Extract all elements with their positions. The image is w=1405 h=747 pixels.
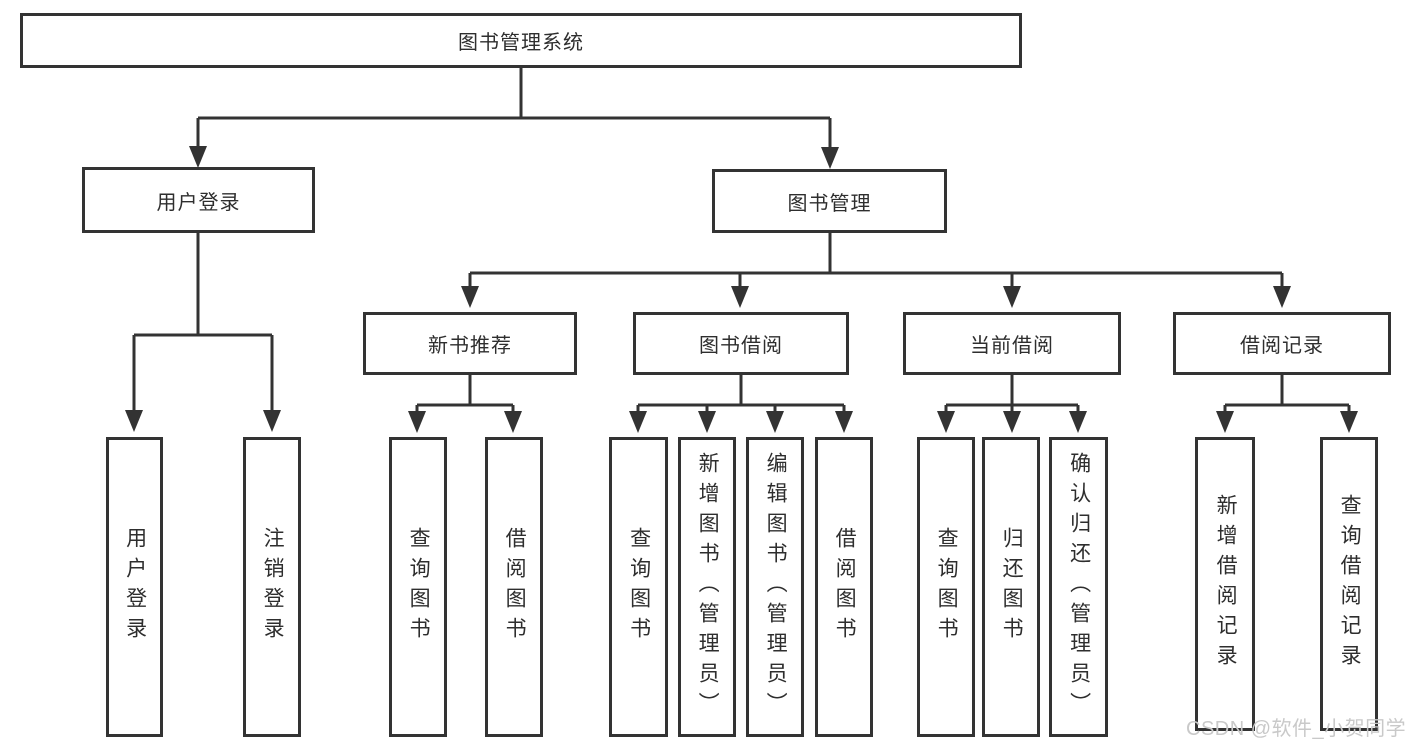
node-book-borrowing: 图书借阅 — [633, 312, 849, 375]
node-label: 图书借阅 — [699, 335, 783, 357]
node-current-borrowing: 当前借阅 — [903, 312, 1121, 375]
node-label: 新增图书（管理员） — [696, 452, 720, 722]
node-label: 借阅图书 — [833, 527, 857, 647]
node-label: 查询借阅记录 — [1338, 494, 1362, 674]
node-leaf-return-books: 归还图书 — [982, 437, 1040, 737]
node-user-login: 用户登录 — [82, 167, 315, 233]
node-label: 编辑图书（管理员） — [764, 452, 788, 722]
node-label: 借阅图书 — [503, 527, 527, 647]
node-label: 新增借阅记录 — [1214, 494, 1238, 674]
node-leaf-confirm-return-admin: 确认归还（管理员） — [1049, 437, 1108, 737]
node-leaf-edit-book-admin: 编辑图书（管理员） — [746, 437, 804, 737]
node-label: 查询图书 — [407, 527, 431, 647]
node-borrowing-records: 借阅记录 — [1173, 312, 1391, 375]
node-label: 注销登录 — [261, 527, 285, 647]
edges-new-books-to-leaves — [408, 375, 522, 433]
node-label: 新书推荐 — [428, 335, 512, 357]
edges-root-to-level2 — [189, 68, 839, 169]
node-label: 查询图书 — [627, 527, 651, 647]
node-label: 当前借阅 — [970, 335, 1054, 357]
node-leaf-user-login: 用户登录 — [106, 437, 163, 737]
edges-book-borrow-to-leaves — [629, 375, 853, 433]
node-leaf-query-borrow-record: 查询借阅记录 — [1320, 437, 1378, 731]
node-label: 图书管理 — [787, 192, 872, 215]
node-leaf-query-books: 查询图书 — [389, 437, 447, 737]
edges-borrow-records-to-leaves — [1216, 375, 1358, 433]
csdn-watermark: CSDN @软件_小贺同学 — [1186, 718, 1405, 740]
node-book-management: 图书管理 — [712, 169, 947, 233]
node-leaf-query-books: 查询图书 — [917, 437, 975, 737]
node-label: 确认归还（管理员） — [1067, 452, 1091, 722]
node-leaf-query-books: 查询图书 — [609, 437, 668, 737]
node-label: 图书管理系统 — [458, 32, 584, 54]
node-leaf-logout: 注销登录 — [243, 437, 301, 737]
node-label: 查询图书 — [935, 527, 959, 647]
node-leaf-add-book-admin: 新增图书（管理员） — [678, 437, 736, 737]
node-label: 归还图书 — [1000, 527, 1024, 647]
node-leaf-borrow-books: 借阅图书 — [485, 437, 543, 737]
node-leaf-add-borrow-record: 新增借阅记录 — [1195, 437, 1255, 731]
node-library-management-system: 图书管理系统 — [20, 13, 1022, 68]
edges-user-login-to-leaves — [125, 233, 281, 432]
node-label: 用户登录 — [156, 191, 241, 214]
node-label: 借阅记录 — [1240, 335, 1324, 357]
node-label: 用户登录 — [123, 527, 147, 647]
edges-book-mgmt-to-level3 — [461, 233, 1291, 308]
node-new-book-recommend: 新书推荐 — [363, 312, 577, 375]
edges-current-borrow-to-leaves — [937, 375, 1087, 433]
node-leaf-borrow-books: 借阅图书 — [815, 437, 873, 737]
